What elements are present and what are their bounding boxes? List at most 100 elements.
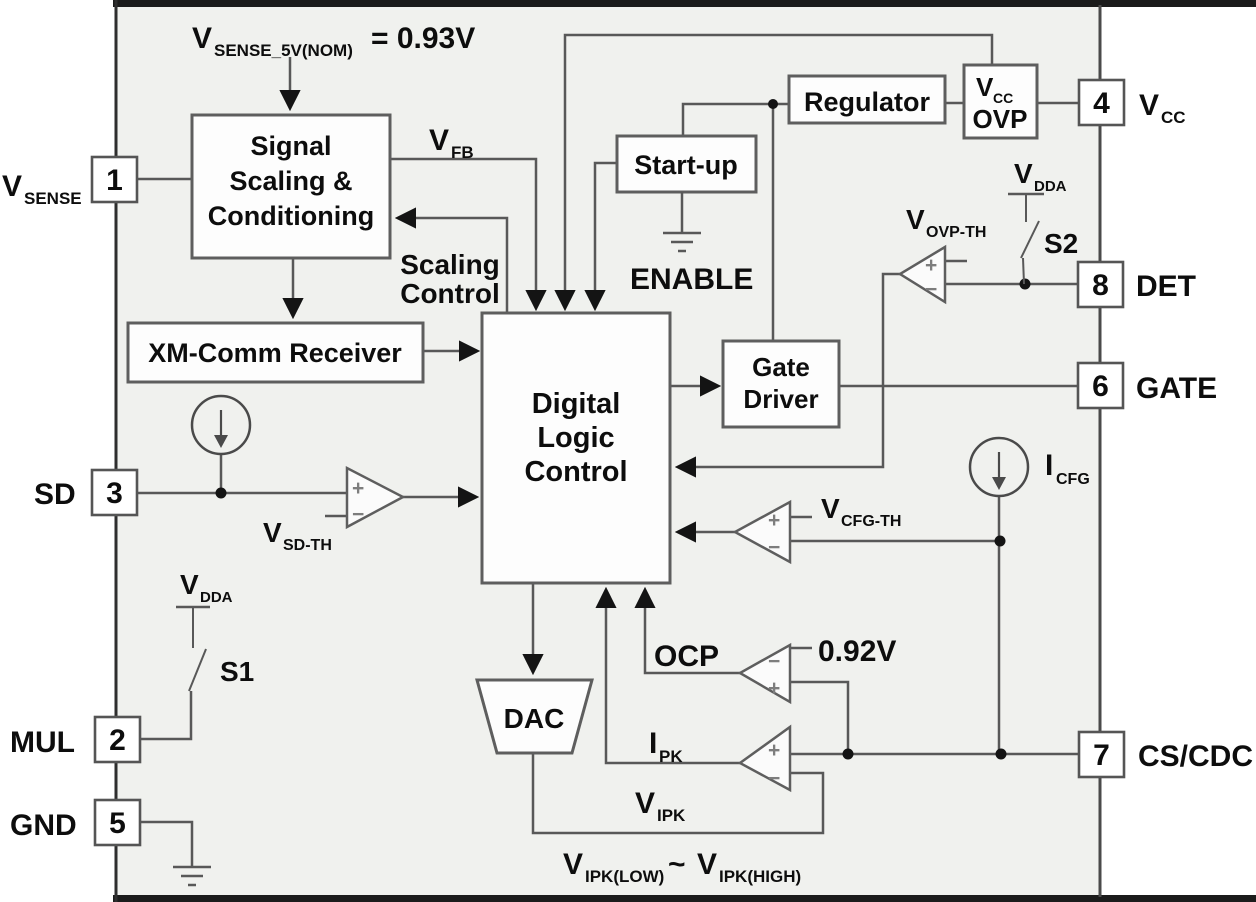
label-vfb-main: V bbox=[429, 124, 449, 157]
pin-number-3: 3 bbox=[106, 477, 123, 510]
comparator-cfg-th: + − bbox=[732, 499, 792, 565]
arrow-vccovp-dlc bbox=[554, 33, 994, 312]
arrow-startup-dlc bbox=[584, 161, 618, 312]
pin-label-det: DET bbox=[1136, 270, 1196, 303]
label-vipk-range-tilde: ~ bbox=[668, 848, 686, 881]
block-dlc-line1: Digital bbox=[532, 388, 621, 420]
pin-box-3 bbox=[90, 468, 139, 517]
label-ocp: OCP bbox=[654, 640, 719, 673]
pin-label-vsense-sub: SENSE bbox=[24, 189, 82, 208]
pin-box-6 bbox=[1076, 361, 1125, 410]
block-xm-comm-label: XM-Comm Receiver bbox=[148, 338, 402, 368]
label-scaling-line2: Control bbox=[400, 278, 500, 309]
block-gate-driver-line1: Gate bbox=[752, 352, 810, 382]
label-enable: ENABLE bbox=[630, 263, 753, 296]
block-regulator bbox=[787, 74, 947, 125]
label-vovp-th-main: V bbox=[906, 204, 925, 235]
label-vsd-th-sub: SD-TH bbox=[283, 537, 332, 554]
block-dlc-line3: Control bbox=[524, 456, 627, 488]
pin-label-vcc-main: V bbox=[1139, 89, 1159, 122]
arrow-wires bbox=[279, 33, 994, 765]
label-vsense-nom-main: V bbox=[192, 22, 212, 55]
wires bbox=[137, 101, 1079, 835]
pin-box-1 bbox=[90, 155, 139, 204]
label-vcfg-th-sub: CFG-TH bbox=[841, 513, 901, 530]
pin-number-2: 2 bbox=[109, 724, 126, 757]
block-xm-comm-receiver bbox=[126, 321, 425, 384]
pin-box-5 bbox=[93, 798, 142, 847]
label-vipk-main: V bbox=[635, 787, 655, 820]
current-source-sd bbox=[190, 394, 252, 456]
block-gate-driver-line2: Driver bbox=[743, 384, 818, 414]
pin-number-4: 4 bbox=[1093, 87, 1110, 120]
label-vdda-s2-main: V bbox=[1014, 158, 1033, 189]
pin-label-cscdc: CS/CDC bbox=[1138, 740, 1253, 773]
label-092v: 0.92V bbox=[818, 635, 896, 668]
block-vcc-ovp-main: V bbox=[976, 72, 994, 102]
frame-top bbox=[113, 0, 1256, 7]
pin-label-vcc-sub: CC bbox=[1161, 108, 1186, 127]
arrow-scaling-control bbox=[394, 207, 509, 313]
label-icfg-main: I bbox=[1045, 449, 1053, 482]
label-s1: S1 bbox=[220, 656, 254, 687]
pin-number-5: 5 bbox=[109, 807, 126, 840]
label-vsense-nom-value: = 0.93V bbox=[371, 22, 475, 55]
s1-blade bbox=[188, 648, 207, 692]
current-source-icfg bbox=[968, 436, 1030, 498]
ovp-minus-sign: − bbox=[925, 278, 937, 301]
s1-to-pin2 bbox=[140, 691, 193, 741]
ground-startup bbox=[663, 192, 701, 253]
ocp-minus-sign: − bbox=[768, 650, 780, 673]
pin-label-vsense-main: V bbox=[2, 170, 22, 203]
ocp-plus-sign: + bbox=[768, 677, 780, 700]
label-vdda-s2-sub: DDA bbox=[1034, 178, 1067, 195]
pin-box-8 bbox=[1076, 260, 1125, 309]
block-dlc-line2: Logic bbox=[537, 422, 614, 454]
label-icfg-sub: CFG bbox=[1056, 471, 1090, 488]
block-vcc-ovp bbox=[962, 63, 1039, 140]
label-vfb-sub: FB bbox=[451, 143, 474, 162]
switch-s2 bbox=[1008, 192, 1044, 285]
label-vipk-range-sub2: IPK(HIGH) bbox=[719, 867, 801, 886]
wire-startup-regulator bbox=[681, 102, 789, 136]
cfg-minus-sign: − bbox=[768, 536, 780, 559]
arrow-ovpcomp-dlc bbox=[674, 272, 900, 478]
label-vsd-th-main: V bbox=[263, 517, 282, 548]
label-s2: S2 bbox=[1044, 228, 1078, 259]
label-ipk-sub: PK bbox=[659, 747, 683, 766]
pin-label-mul: MUL bbox=[10, 726, 75, 759]
block-digital-logic-control bbox=[480, 311, 672, 585]
label-vipk-sub: IPK bbox=[657, 806, 686, 825]
label-vdda-s1-main: V bbox=[180, 569, 199, 600]
pin-number-8: 8 bbox=[1092, 269, 1109, 302]
arrow-vfb-dlc bbox=[390, 157, 547, 312]
comparator-ipk: + − bbox=[737, 724, 792, 793]
block-signal-scaling-line2: Scaling & bbox=[229, 166, 352, 196]
pin-number-7: 7 bbox=[1093, 739, 1110, 772]
junction-sd bbox=[215, 487, 227, 499]
junction-icfg-cs bbox=[995, 748, 1007, 760]
block-startup-label: Start-up bbox=[634, 150, 738, 180]
junction-dots bbox=[215, 99, 1031, 760]
pin-label-gate: GATE bbox=[1136, 372, 1217, 405]
label-vipk-range-sub1: IPK(LOW) bbox=[585, 867, 664, 886]
s2-blade bbox=[1020, 220, 1040, 259]
arrow-ipk-dlc bbox=[595, 586, 740, 765]
sd-minus-sign: − bbox=[352, 503, 364, 526]
ipk-plus-sign: + bbox=[768, 739, 780, 762]
pin-box-2 bbox=[93, 715, 142, 764]
arrow-ocp-dlc bbox=[634, 586, 740, 675]
comparator-sd-th: + − bbox=[345, 465, 406, 530]
block-gate-driver bbox=[721, 339, 841, 429]
pin-number-6: 6 bbox=[1092, 370, 1109, 403]
frame-bottom bbox=[113, 895, 1256, 902]
label-vsense-nom-sub: SENSE_5V(NOM) bbox=[214, 41, 353, 60]
pin-box-4 bbox=[1077, 78, 1126, 127]
pin-number-1: 1 bbox=[106, 164, 123, 197]
wire-ocp-plus bbox=[790, 680, 850, 754]
junction-ocp-cs bbox=[842, 748, 854, 760]
s2-to-det bbox=[1022, 257, 1025, 285]
ipk-minus-sign: − bbox=[768, 767, 780, 790]
block-vcc-ovp-sub: CC bbox=[993, 90, 1013, 106]
